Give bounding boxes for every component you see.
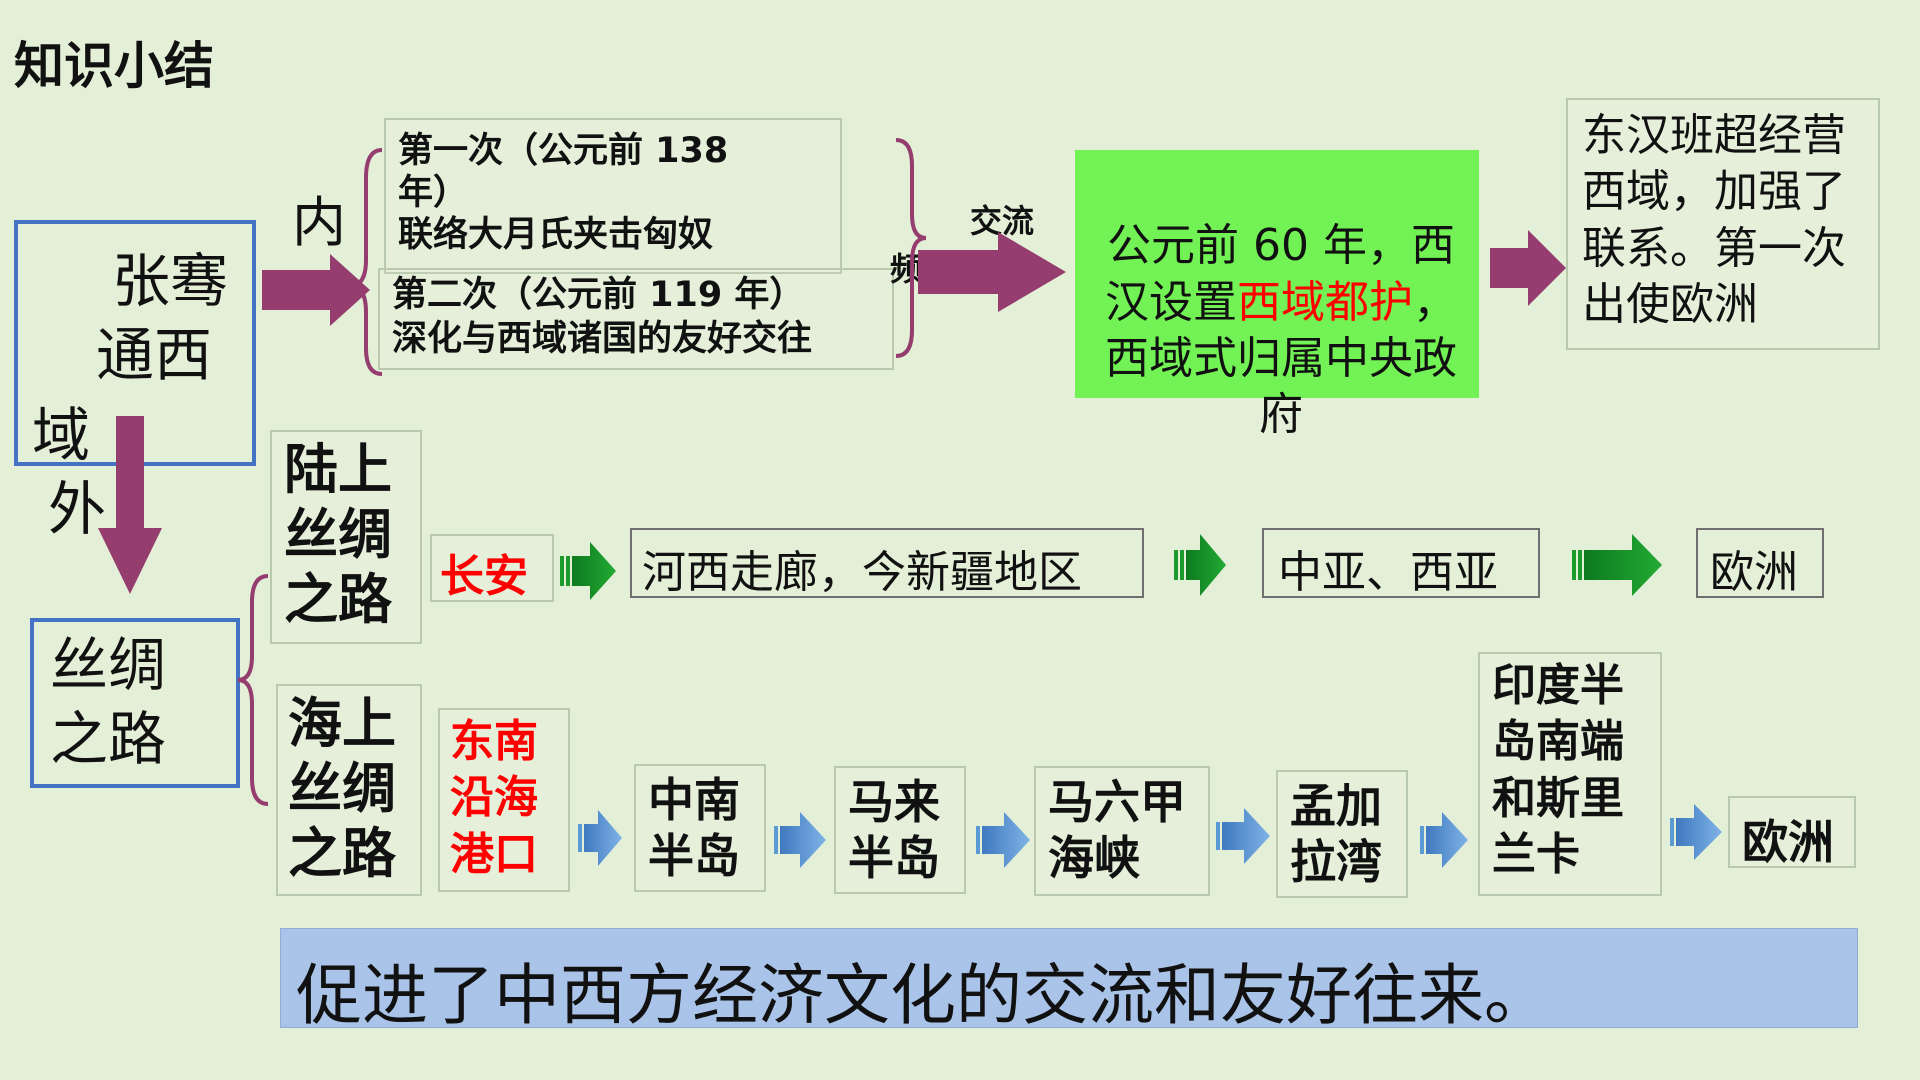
sea-stop-box-5	[1478, 652, 1662, 896]
sea-stop-box-1	[634, 764, 766, 892]
zhang-qian-wai: 外	[48, 475, 107, 543]
second-mission-box	[378, 268, 894, 370]
ban-chao-text: 东汉班超经营 西域，加强了 联系。第一次 出使欧洲	[1582, 110, 1846, 330]
land-stop-3: 欧洲	[1710, 547, 1798, 598]
sea-stop-6: 欧洲	[1742, 815, 1834, 869]
sea-stop-box-4	[1276, 770, 1408, 898]
land-stop-box-0	[430, 534, 554, 602]
first-mission-box	[384, 118, 842, 274]
land-stop-1: 河西走廊，今新疆地区	[642, 547, 1082, 598]
protectorate-text-before: 公元前 60 年，西 汉设置	[1105, 220, 1455, 328]
silk-road-box	[30, 618, 240, 788]
land-stop-box-2	[1262, 528, 1540, 598]
sea-stop-1: 中南 半岛	[648, 773, 740, 884]
land-stop-0: 长安	[440, 551, 528, 602]
protectorate-text-after: ， 西域式归属中央政 府	[1105, 276, 1457, 441]
sea-route-label-box	[276, 684, 422, 896]
land-stop-box-3	[1696, 528, 1824, 598]
brace-missions	[349, 148, 383, 376]
zhang-qian-yu: 域	[32, 401, 91, 469]
zhang-qian-line1: 张骞	[112, 247, 229, 315]
silk-road-text: 丝绸 之路	[50, 631, 167, 774]
sea-stop-0: 东南 沿海 港口	[450, 716, 538, 880]
conclusion-box	[280, 928, 1858, 1028]
arrow-sea-4	[1216, 808, 1270, 864]
arrow-land-3	[1572, 534, 1662, 596]
arrow-sea-1	[578, 810, 622, 866]
arrow-sea-3	[976, 812, 1030, 868]
brace-missions-close	[895, 138, 927, 358]
sea-stop-box-0	[438, 708, 570, 892]
brace-silk-road	[237, 574, 269, 806]
sea-stop-4: 孟加 拉湾	[1290, 779, 1382, 890]
sea-stop-box-2	[834, 766, 966, 894]
sea-stop-2: 马来 半岛	[848, 775, 940, 886]
arrow-protectorate-to-banchao	[1490, 230, 1566, 306]
land-stop-box-1	[630, 528, 1144, 598]
land-route-label-box	[270, 430, 422, 644]
sea-stop-3: 马六甲 海峡	[1048, 775, 1186, 886]
zhang-qian-nei: 内	[292, 191, 346, 254]
arrow-zhang-to-missions	[262, 254, 370, 326]
page-title: 知识小结	[14, 37, 214, 95]
sea-stop-5: 印度半 岛南端 和斯里 兰卡	[1492, 660, 1624, 880]
arrow-land-2	[1174, 534, 1226, 596]
sea-stop-box-3	[1034, 766, 1210, 896]
ban-chao-box	[1566, 98, 1880, 350]
sea-stop-box-6	[1728, 796, 1856, 868]
zhang-qian-line2: 通西	[96, 321, 213, 389]
land-stop-2: 中亚、西亚	[1278, 547, 1498, 598]
arrow-land-1	[560, 542, 616, 600]
protectorate-box: 公元前 60 年，西 汉设置西域都护， 西域式归属中央政 府	[1075, 150, 1479, 440]
first-mission-text: 第一次（公元前 138 年） 联络大月氏夹击匈奴	[398, 131, 729, 255]
arrow-sea-6	[1670, 804, 1722, 860]
second-mission-text: 第二次（公元前 119 年） 深化与西域诸国的友好交往	[392, 275, 813, 359]
protectorate-highlight: 西域都护	[1237, 276, 1413, 328]
arrow-sea-2	[774, 812, 826, 868]
land-route-label: 陆上 丝绸 之路	[284, 438, 392, 631]
sea-route-label: 海上 丝绸 之路	[288, 692, 396, 885]
arrow-sea-5	[1420, 812, 1468, 868]
exchange-label-1: 交流	[970, 202, 1035, 240]
arrow-missions-to-protectorate	[918, 232, 1066, 312]
conclusion-text: 促进了中西方经济文化的交流和友好往来。	[296, 957, 1550, 1034]
arrow-down-to-silk-road	[98, 416, 162, 594]
